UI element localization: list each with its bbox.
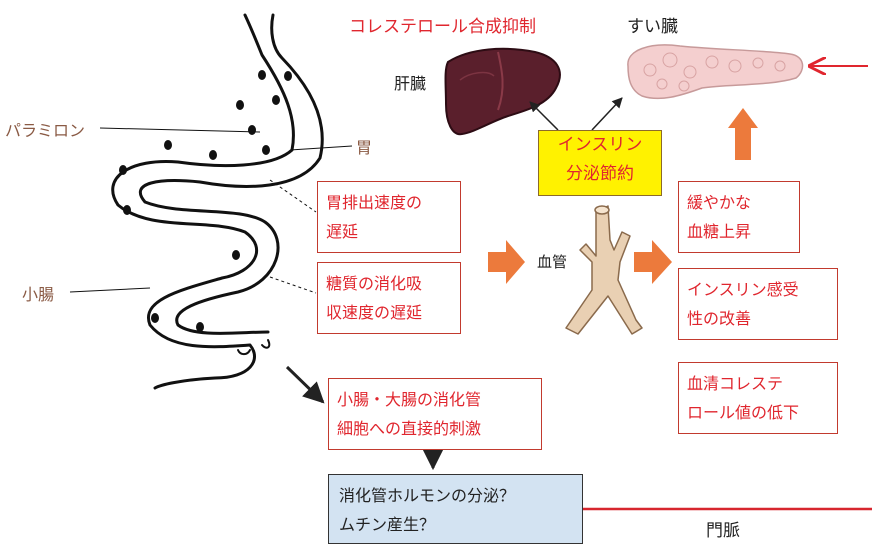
blood-vessel-illustration: [566, 206, 642, 334]
orange-arrow-from-vessel: [634, 240, 672, 284]
gastric-emptying-box: 胃排出速度の 遅延: [317, 181, 461, 253]
hormone-secretion-box: 消化管ホルモンの分泌？ ムチン産生？: [328, 474, 583, 544]
black-arrows: [530, 98, 622, 130]
carb-absorption-line-2: 収速度の遅延: [326, 298, 452, 327]
stomach-label: 胃: [356, 134, 372, 158]
cholesterol-inhibition-label: コレステロール合成抑制: [349, 12, 536, 37]
liver-illustration: [446, 49, 560, 134]
serum-cholesterol-line-2: ロール値の低下: [687, 398, 829, 427]
carb-absorption-box: 糖質の消化吸 収速度の遅延: [317, 262, 461, 334]
insulin-sensitivity-line-1: インスリン感受: [687, 275, 829, 304]
insulin-sensitivity-box: インスリン感受 性の改善: [678, 268, 838, 340]
blood-vessel-label: 血管: [537, 251, 567, 272]
serum-cholesterol-line-1: 血清コレステ: [687, 369, 829, 398]
intestinal-stimulation-line-1: 小腸・大腸の消化管: [337, 385, 533, 414]
paramylon-label: パラミロン: [5, 117, 85, 141]
digestive-tract: [113, 15, 323, 388]
gastric-emptying-line-2: 遅延: [326, 217, 452, 246]
small-intestine-label: 小腸: [22, 281, 54, 305]
gentle-glucose-box: 緩やかな 血糖上昇: [678, 181, 800, 253]
insulin-saving-line-2: 分泌節約: [539, 160, 661, 189]
arrow-tract-to-stimulation: [287, 367, 323, 402]
gentle-glucose-line-1: 緩やかな: [687, 188, 791, 217]
pancreas-illustration: [628, 45, 803, 98]
insulin-saving-line-1: インスリン: [539, 131, 661, 160]
orange-arrow-to-vessel: [488, 240, 525, 284]
insulin-saving-box: インスリン 分泌節約: [538, 130, 662, 196]
pancreas-label: すい臓: [627, 12, 678, 37]
hormone-secretion-line-1: 消化管ホルモンの分泌？: [339, 481, 572, 510]
hormone-secretion-line-2: ムチン産生？: [339, 510, 572, 539]
insulin-sensitivity-line-2: 性の改善: [687, 304, 829, 333]
intestinal-stimulation-line-2: 細胞への直接的刺激: [337, 414, 533, 443]
gastric-emptying-line-1: 胃排出速度の: [326, 188, 452, 217]
orange-arrow-up: [728, 108, 758, 160]
portal-vein-label: 門脈: [706, 516, 740, 541]
liver-label: 肝臓: [394, 70, 426, 94]
gentle-glucose-line-2: 血糖上昇: [687, 217, 791, 246]
carb-absorption-line-1: 糖質の消化吸: [326, 269, 452, 298]
serum-cholesterol-box: 血清コレステ ロール値の低下: [678, 362, 838, 434]
intestinal-stimulation-box: 小腸・大腸の消化管 細胞への直接的刺激: [328, 378, 542, 450]
